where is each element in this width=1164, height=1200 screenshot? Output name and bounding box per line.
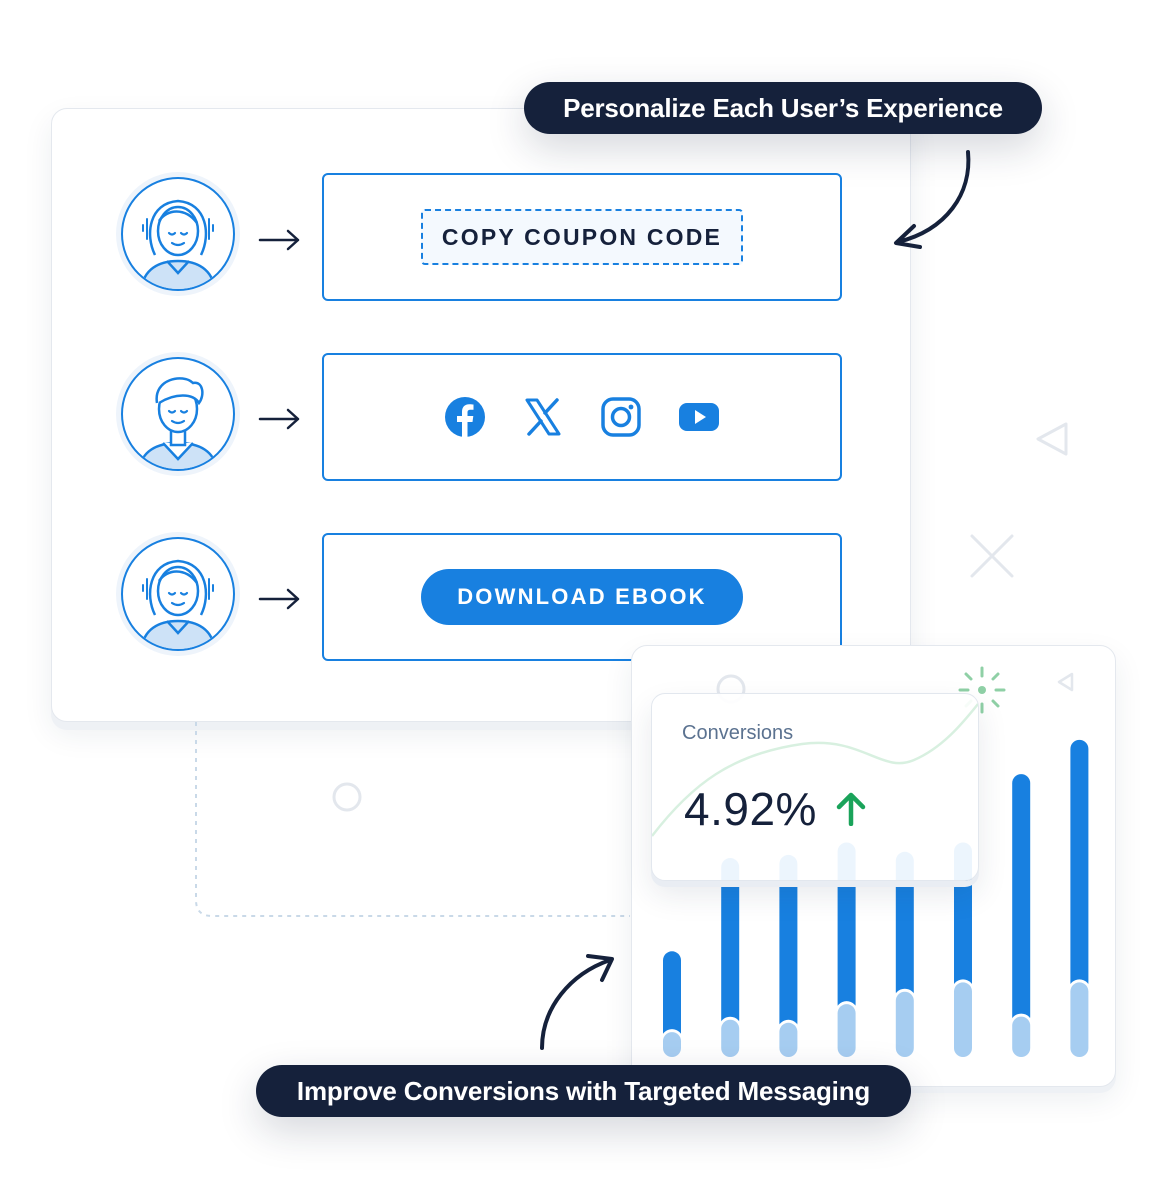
bar-upper-5 xyxy=(895,851,914,1001)
avatar-woman-2 xyxy=(116,532,240,656)
youtube-icon[interactable] xyxy=(678,396,720,438)
decorative-circle xyxy=(332,782,362,812)
conversions-value: 4.92% xyxy=(684,783,817,835)
conversions-value-row: 4.92% xyxy=(684,782,867,836)
bar-upper-7 xyxy=(1012,774,1031,1026)
avatar-woman-1 xyxy=(116,172,240,296)
bar-lower-4 xyxy=(837,1004,856,1057)
bar-upper-3 xyxy=(779,854,798,1032)
download-ebook-button[interactable]: DOWNLOAD EBOOK xyxy=(421,569,743,625)
bar-lower-7 xyxy=(1012,1016,1031,1057)
x-icon[interactable] xyxy=(522,396,564,438)
decorative-triangle-small xyxy=(1057,672,1074,692)
instagram-icon[interactable] xyxy=(600,396,642,438)
arrow-right-icon xyxy=(258,588,300,610)
conversions-label: Conversions xyxy=(682,722,794,744)
personalize-pill: Personalize Each User’s Experience xyxy=(524,82,1042,134)
facebook-icon[interactable] xyxy=(444,396,486,438)
woman-avatar-icon xyxy=(140,559,216,649)
conversions-card: Conversions 4.92% xyxy=(651,693,979,881)
man-avatar-icon xyxy=(138,377,218,469)
ebook-action-box: DOWNLOAD EBOOK xyxy=(322,533,842,661)
bar-upper-8 xyxy=(1070,739,1089,992)
bar-lower-6 xyxy=(954,982,972,1057)
coupon-action-box: COPY COUPON CODE xyxy=(322,173,842,301)
curved-arrow-bottom-icon xyxy=(540,954,614,1050)
arrow-right-icon xyxy=(258,408,300,430)
trend-line xyxy=(652,703,978,837)
woman-avatar-icon xyxy=(140,199,216,289)
dashed-connector xyxy=(195,722,630,917)
bar-lower-2 xyxy=(721,1019,740,1057)
curved-arrow-top-icon xyxy=(894,150,971,249)
bar-upper-2 xyxy=(721,858,740,1029)
decorative-cross xyxy=(970,534,1014,578)
bar-lower-5 xyxy=(895,991,914,1057)
bar-lower-1 xyxy=(663,1032,681,1057)
bar-lower-3 xyxy=(779,1022,798,1057)
conversions-pill: Improve Conversions with Targeted Messag… xyxy=(256,1065,911,1117)
bar-upper-1 xyxy=(663,951,681,1042)
social-action-box xyxy=(322,353,842,481)
avatar-man xyxy=(116,352,240,476)
bar-upper-4 xyxy=(837,842,856,1014)
up-arrow-icon xyxy=(836,792,866,826)
bar-lower-8 xyxy=(1070,982,1089,1057)
copy-coupon-button[interactable]: COPY COUPON CODE xyxy=(421,209,743,265)
arrow-right-icon xyxy=(258,229,300,251)
bar-chart xyxy=(661,739,1091,1057)
decorative-triangle xyxy=(1036,422,1068,456)
